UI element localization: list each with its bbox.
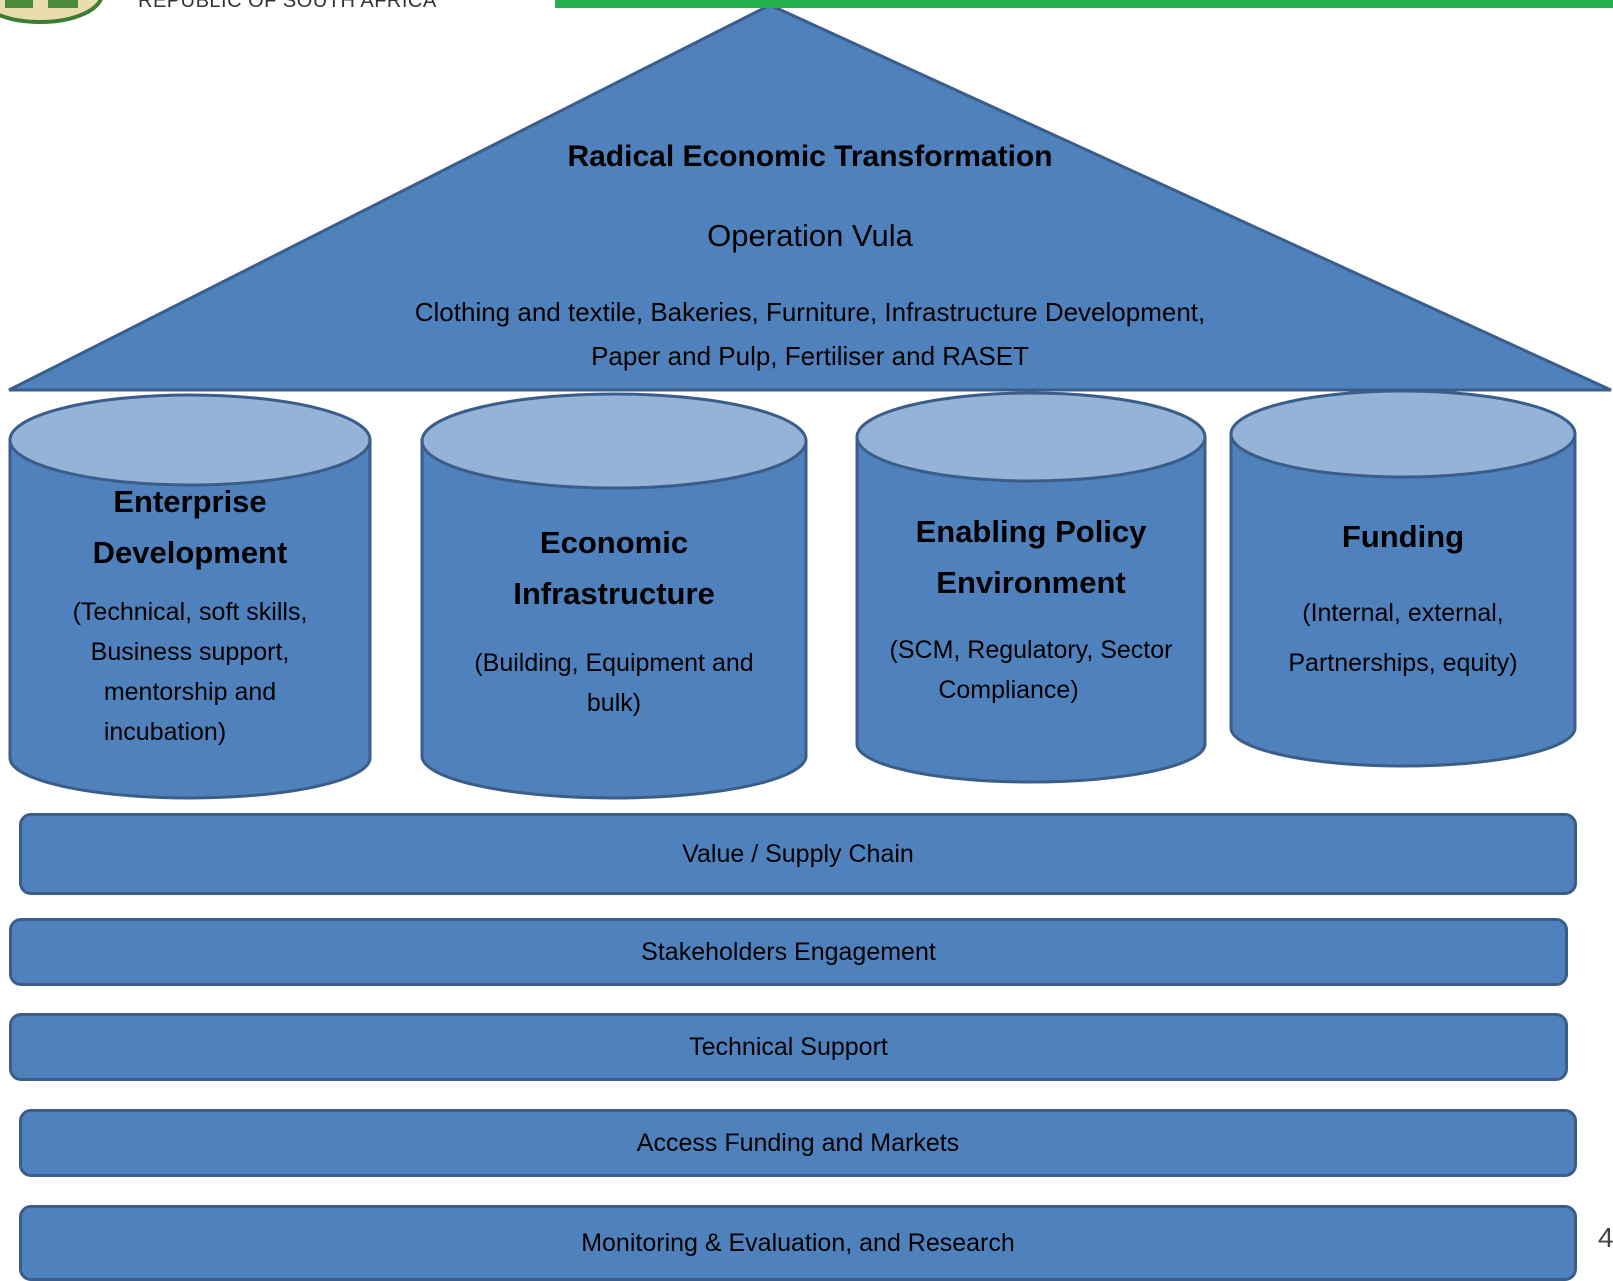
band-label: Access Funding and Markets <box>636 1128 960 1157</box>
roof-triangle <box>8 3 1612 392</box>
coat-of-arms-logo <box>0 0 103 24</box>
band-value-supply-chain: Value / Supply Chain <box>19 813 1577 895</box>
pillar-cylinder-funding <box>1229 389 1577 768</box>
band-stakeholders-engagement: Stakeholders Engagement <box>9 918 1568 986</box>
pillar-cylinder-enterprise <box>8 393 372 800</box>
band-label: Technical Support <box>689 1032 888 1061</box>
pillar-economic-infrastructure: Economic Infrastructure (Building, Equip… <box>432 517 796 723</box>
pillar-title: Enterprise <box>113 484 267 519</box>
band-access-funding-markets: Access Funding and Markets <box>19 1109 1577 1177</box>
roof-sectors-line: Paper and Pulp, Fertiliser and RASET <box>591 341 1029 371</box>
band-label: Stakeholders Engagement <box>641 937 936 966</box>
pillar-enabling-policy: Enabling Policy Environment (SCM, Regula… <box>867 506 1195 710</box>
pillar-enterprise-development: Enterprise Development (Technical, soft … <box>20 476 360 752</box>
pillar-title: Funding <box>1341 519 1465 554</box>
pillar-title: Enabling Policy <box>915 514 1147 549</box>
roof-sectors-line: Clothing and textile, Bakeries, Furnitur… <box>414 297 1206 327</box>
roof-subtitle: Operation Vula <box>707 218 913 253</box>
pillar-desc-line: Business support, <box>90 638 290 666</box>
pillar-desc-line: (Building, Equipment and <box>474 649 754 677</box>
page-number: 4 <box>1598 1222 1613 1253</box>
pillar-desc-line: incubation) <box>103 718 227 746</box>
pillar-desc-line: Compliance) <box>938 676 1079 704</box>
country-name-text: REPUBLIC OF SOUTH AFRICA <box>138 0 437 12</box>
roof-sectors: Clothing and textile, Bakeries, Furnitur… <box>330 290 1290 378</box>
pillar-desc-line: (Technical, soft skills, <box>72 598 308 626</box>
band-monitoring-evaluation: Monitoring & Evaluation, and Research <box>19 1205 1577 1281</box>
pillar-funding: Funding (Internal, external, Partnership… <box>1241 511 1565 688</box>
band-label: Value / Supply Chain <box>682 839 914 868</box>
pillar-desc-line: (SCM, Regulatory, Sector <box>889 636 1173 664</box>
pillar-desc-line: Partnerships, equity) <box>1288 649 1518 677</box>
pillar-cylinder-infrastructure <box>420 392 808 800</box>
pillar-desc-line: mentorship and <box>103 678 277 706</box>
header-accent-bar <box>555 0 1613 8</box>
pillar-cylinder-policy <box>855 391 1207 784</box>
pillar-title: Development <box>92 535 288 570</box>
band-technical-support: Technical Support <box>9 1013 1568 1081</box>
pillar-desc-line: bulk) <box>586 689 642 717</box>
band-label: Monitoring & Evaluation, and Research <box>581 1228 1015 1257</box>
pillar-title: Environment <box>936 565 1126 600</box>
pillar-title: Economic <box>539 525 689 560</box>
roof-title: Radical Economic Transformation <box>567 140 1053 173</box>
pillar-desc-line: (Internal, external, <box>1302 599 1504 627</box>
pillar-title: Infrastructure <box>513 576 715 611</box>
